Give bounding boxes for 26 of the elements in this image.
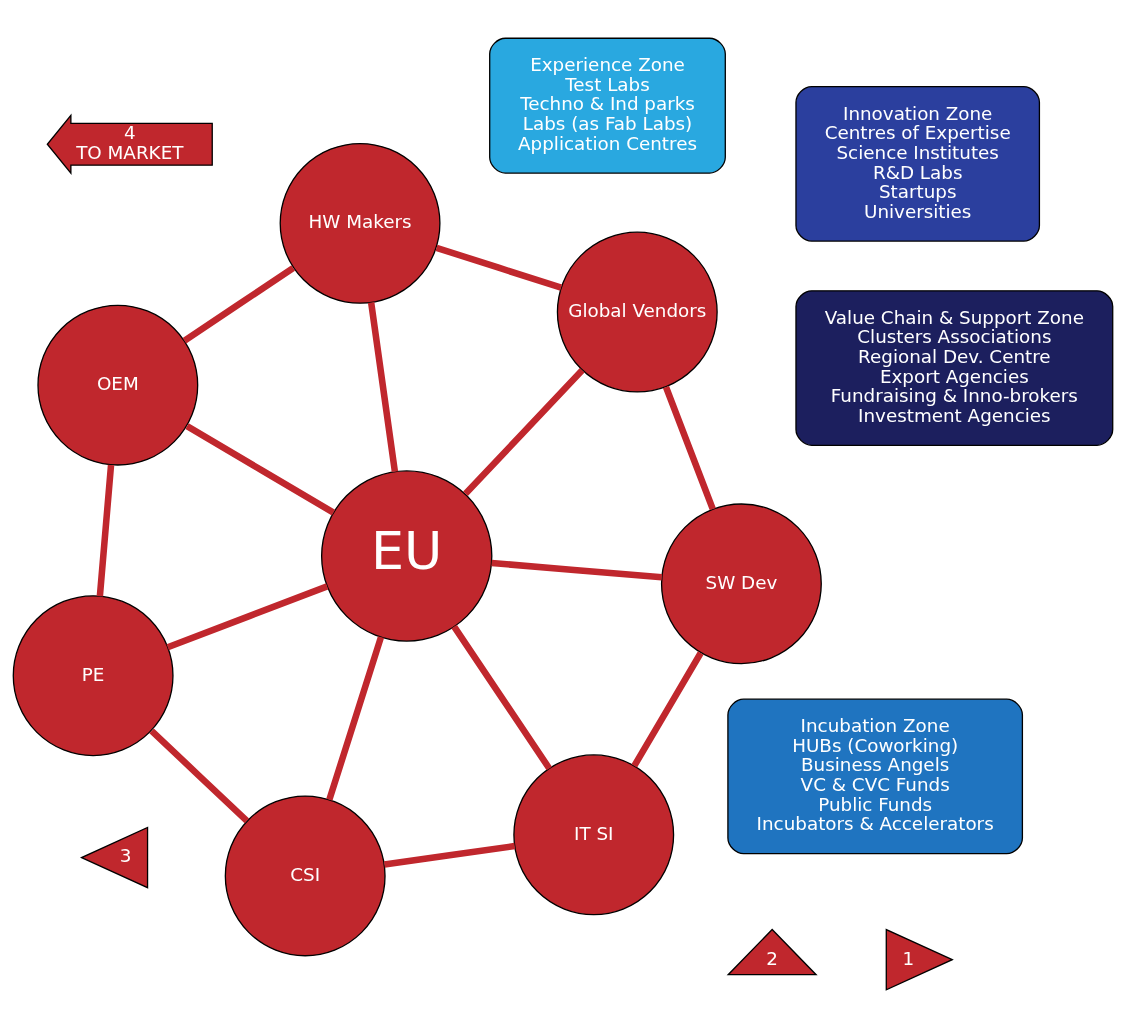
node-circle: IT SI <box>513 754 675 916</box>
connector <box>367 302 399 473</box>
connector <box>631 651 704 768</box>
node-circle: PE <box>12 595 174 757</box>
connector <box>96 464 115 597</box>
connector <box>166 583 329 651</box>
node-box: Incubation Zone HUBs (Coworking) Business Angels VC & CVC Funds Public Funds Incubators & Accelerators <box>727 698 1024 855</box>
node-circle: CSI <box>224 795 386 957</box>
connector <box>185 423 336 516</box>
connector <box>463 368 585 497</box>
node-circle: EU <box>321 470 493 642</box>
connector <box>491 559 663 581</box>
connector <box>662 385 716 511</box>
node-circle: OEM <box>37 304 199 466</box>
connector <box>182 265 296 344</box>
node-box: Experience Zone Test Labs Techno & Ind parks Labs (as Fab Labs) Application Centres <box>489 37 726 174</box>
node-circle: HW Makers <box>279 142 441 304</box>
node-box: Value Chain & Support Zone Clusters Associations Regional Dev. Centre Export Agencies Fundraising & Inno-brokers Investment Agencies <box>795 290 1114 446</box>
connector <box>451 624 552 771</box>
node-circle: Global Vendors <box>556 231 718 393</box>
connector <box>435 244 563 291</box>
connector <box>383 842 516 868</box>
connector <box>149 728 250 824</box>
node-circle: SW Dev <box>660 503 822 665</box>
connector <box>326 636 385 801</box>
node-box: Innovation Zone Centres of Expertise Science Institutes R&D Labs Startups Universities <box>795 86 1041 242</box>
